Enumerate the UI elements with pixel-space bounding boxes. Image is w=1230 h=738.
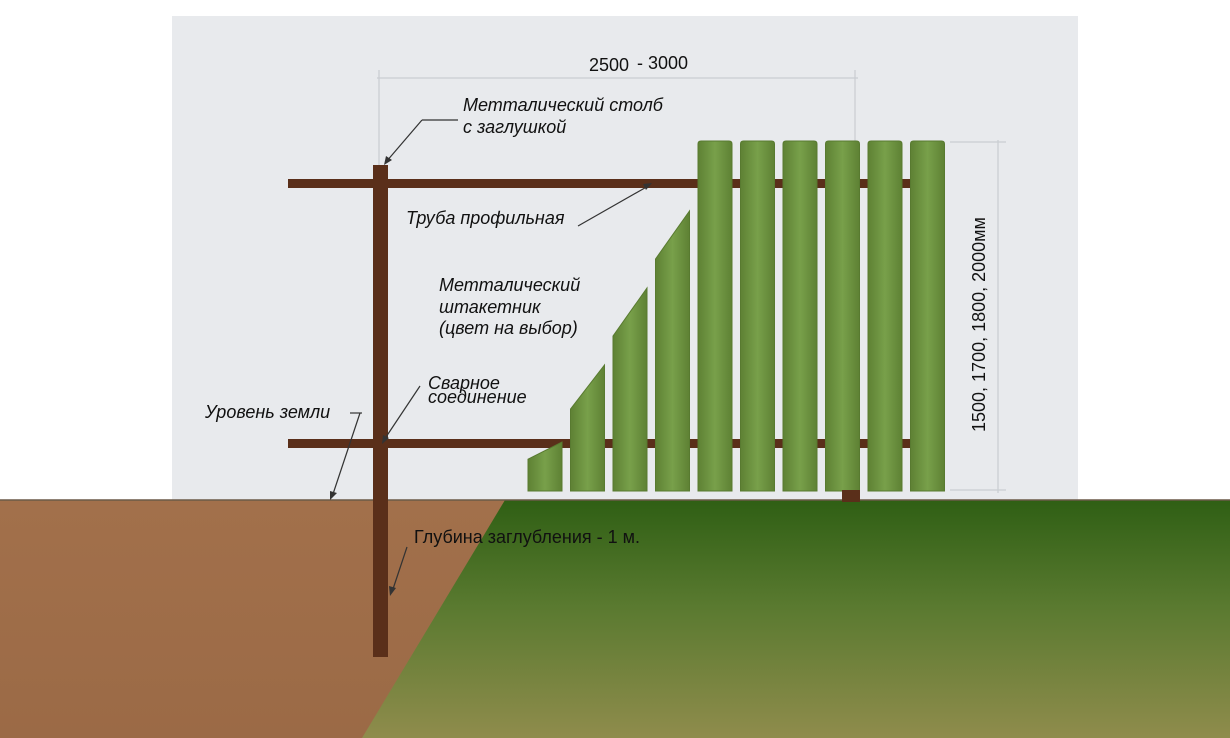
picket-4: [655, 209, 690, 492]
pipe-leader: [577, 184, 651, 227]
height-dimension: [950, 140, 1006, 493]
picket-8: [825, 140, 860, 492]
picket-label-line3: (цвет на выбор): [439, 318, 578, 338]
weld-label-line1: Сварное: [428, 373, 500, 393]
metal-post: [373, 165, 388, 657]
leader-arrowheads: [330, 156, 652, 596]
picket-label-line2: штакетник: [439, 297, 542, 317]
post-label-line2: с заглушкой: [463, 117, 566, 137]
grass-area: [362, 500, 1230, 738]
width-dim-label-b: - 3000: [637, 53, 688, 73]
picket-1: [527, 441, 563, 492]
picket-6: [740, 140, 775, 492]
picket-5: [697, 140, 733, 492]
picket-7: [782, 140, 818, 492]
height-dim-label: 1500, 1700, 1800, 2000мм: [969, 217, 989, 432]
picket-3: [612, 286, 648, 492]
width-dimension: [377, 70, 858, 170]
depth-leader: [391, 546, 408, 593]
width-dim-label-a: 2500: [589, 55, 629, 75]
pickets: [527, 140, 945, 492]
right-post-stub: [842, 490, 860, 502]
depth-label: Глубина заглубления - 1 м.: [414, 527, 640, 547]
post-label-line1: Метталический столб: [463, 95, 664, 115]
ground-level-label: Уровень земли: [204, 402, 330, 422]
picket-9: [867, 140, 903, 492]
weld-label-line2: соединение: [428, 387, 527, 407]
leader-lines: [331, 119, 651, 593]
picket-2: [570, 363, 605, 492]
pipe-label: Труба профильная: [406, 208, 565, 228]
picket-10: [910, 140, 945, 492]
top-rail: [288, 179, 915, 188]
weld-leader: [383, 385, 421, 441]
picket-label-line1: Метталический: [439, 275, 580, 295]
